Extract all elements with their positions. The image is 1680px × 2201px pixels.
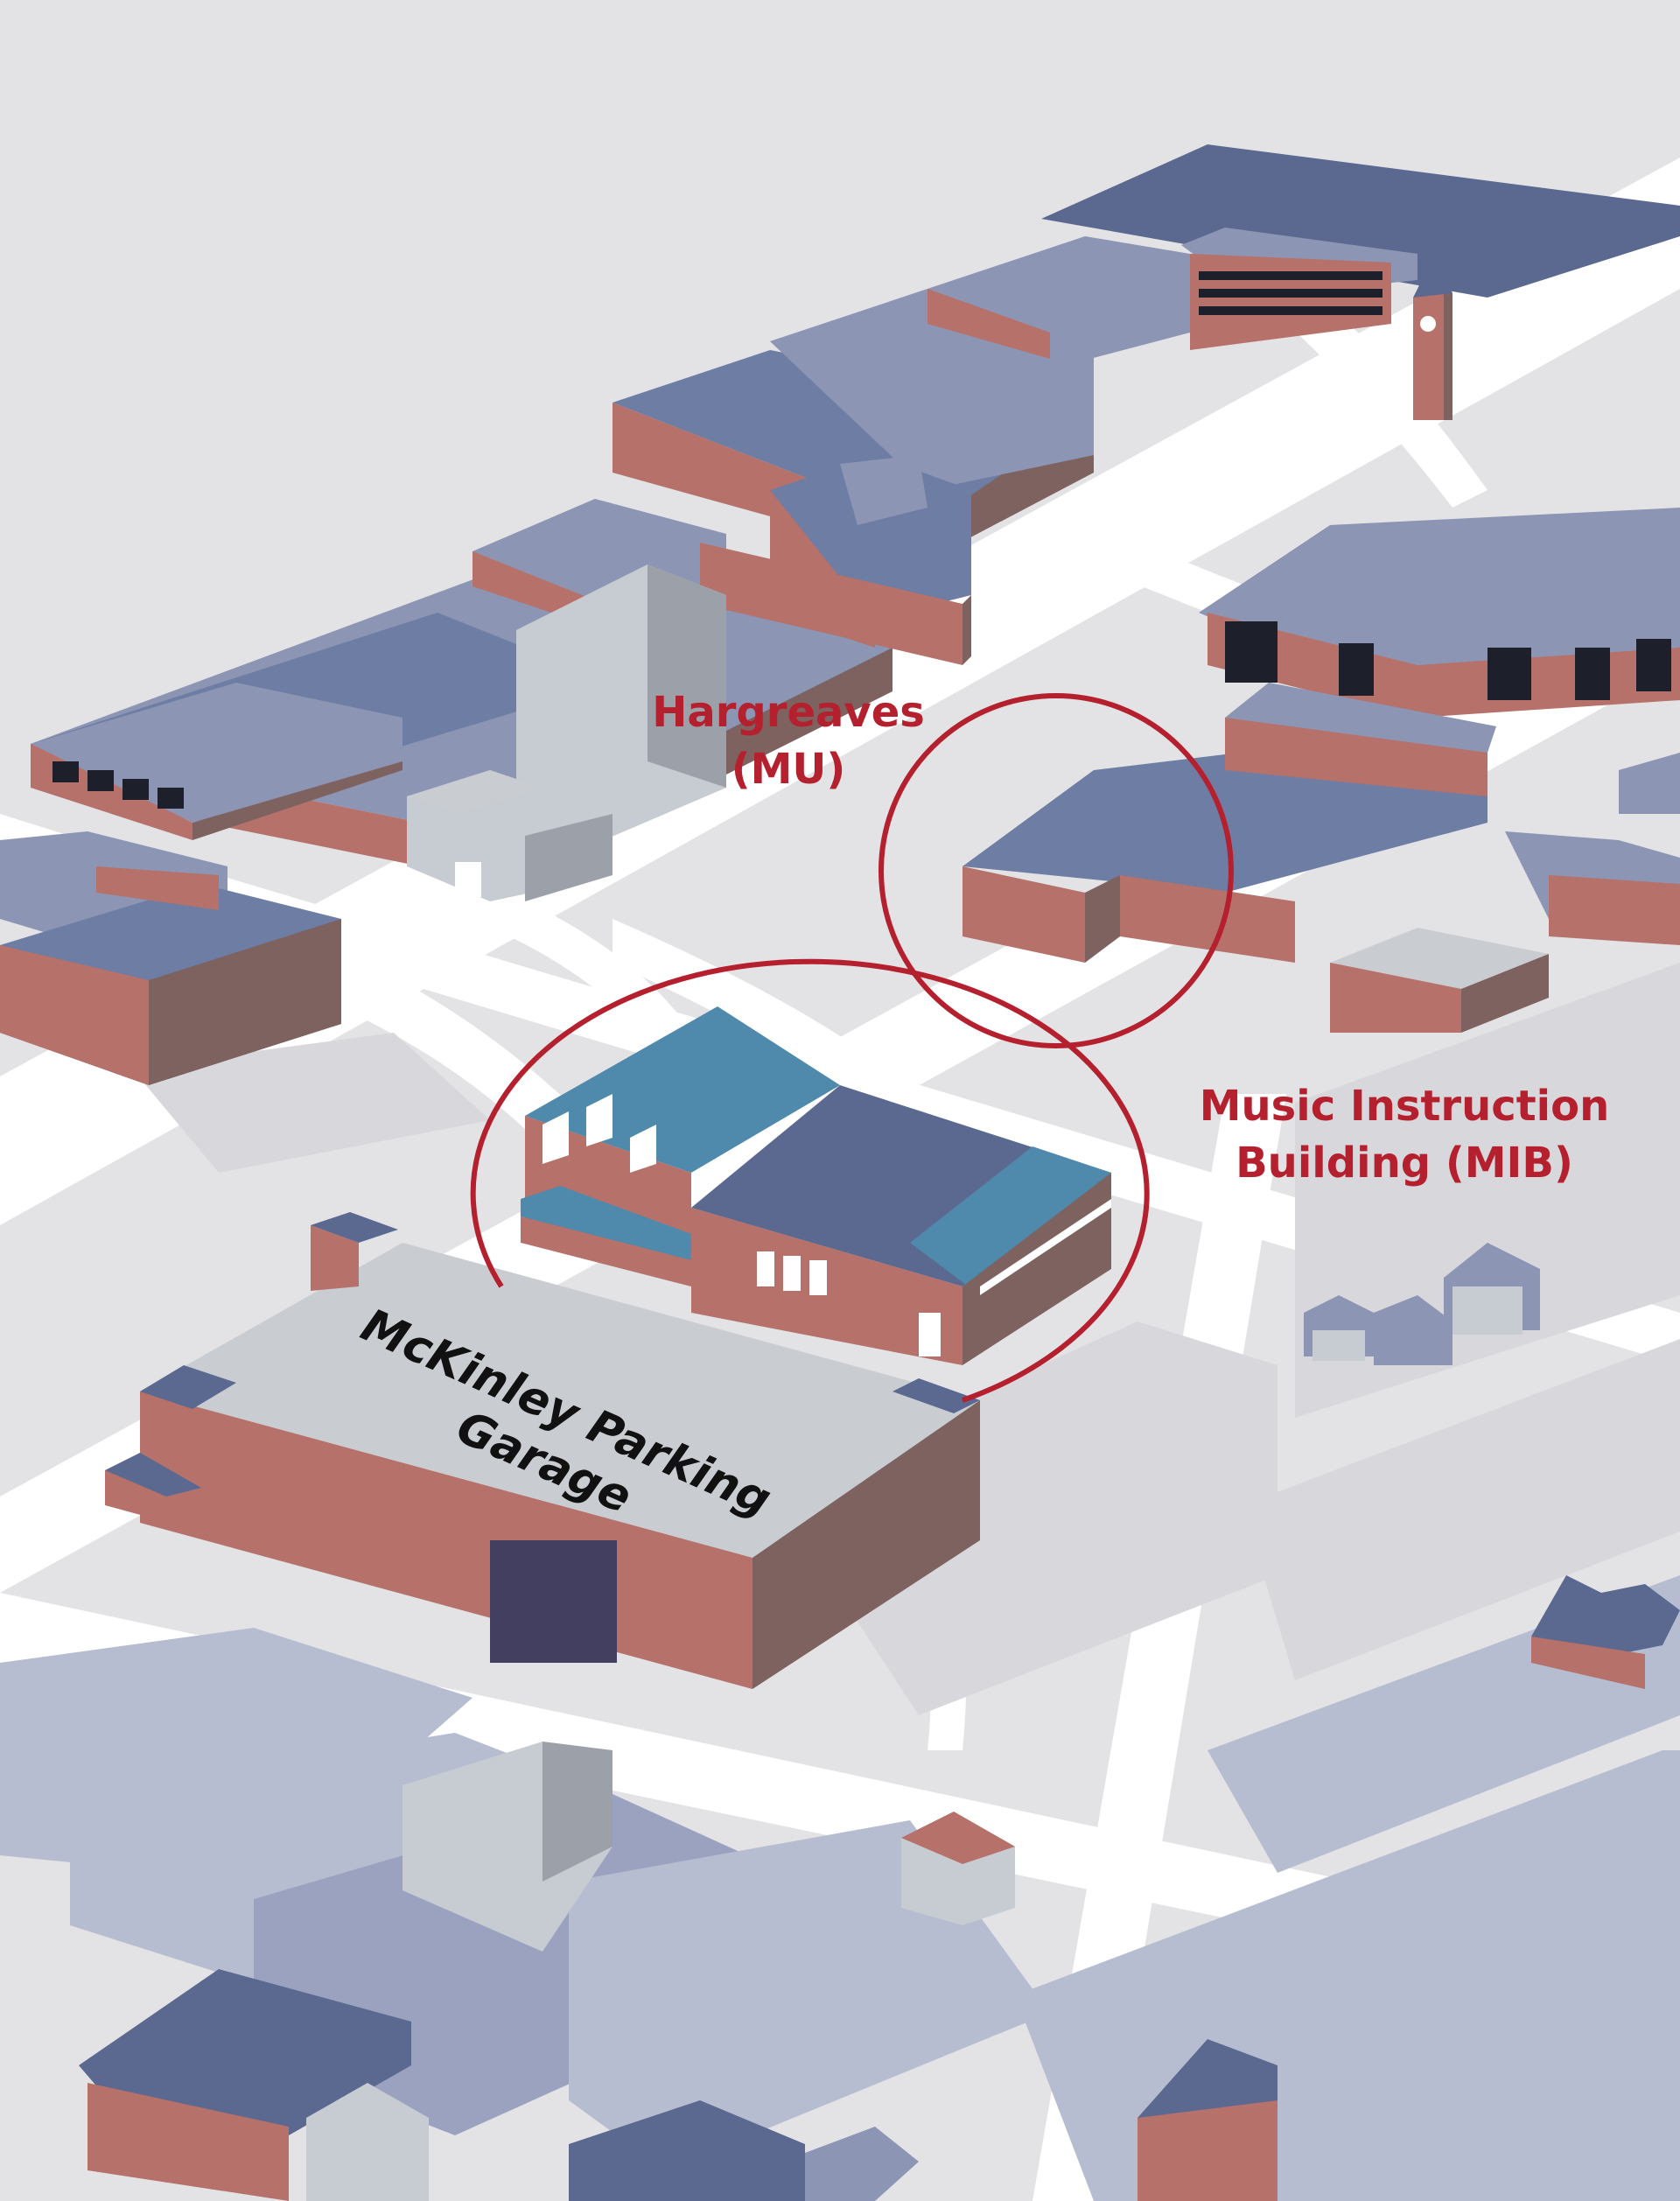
mib-circle xyxy=(878,693,1234,1048)
mib-label-line1: Music Instruction xyxy=(1200,1082,1610,1131)
bottom-structures xyxy=(79,1742,1015,2201)
hargreaves-label-line1: Hargreaves xyxy=(652,688,925,737)
hargreaves-label-line2: (MU) xyxy=(732,745,846,794)
mckinley-garage xyxy=(105,1212,980,1689)
left-cluster xyxy=(0,455,971,1085)
houses-right xyxy=(1138,1243,1680,2201)
right-upper-cluster xyxy=(1199,508,1680,718)
music-building-circle xyxy=(470,958,1150,1403)
mib-label-line2: Building (MIB) xyxy=(1236,1139,1573,1188)
music-building xyxy=(521,1006,1111,1365)
